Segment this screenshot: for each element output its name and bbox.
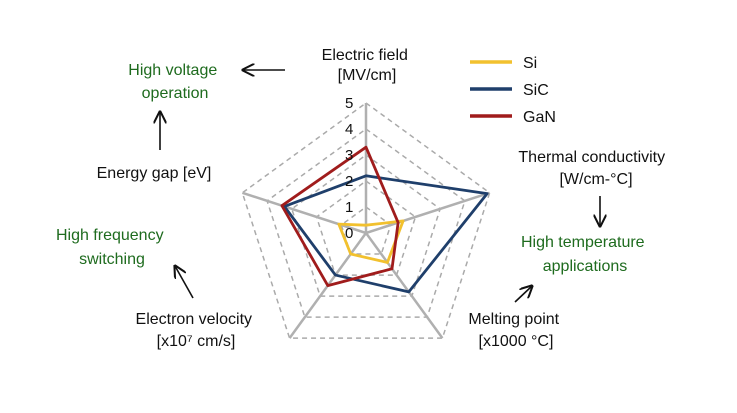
note-high-frequency: High frequency switching	[56, 227, 168, 268]
arrow-icon	[514, 286, 532, 303]
grid-ring	[241, 102, 491, 339]
tick-label: 0	[345, 225, 353, 242]
legend-label-si: Si	[523, 55, 537, 72]
legend: Si SiC GaN	[470, 55, 556, 126]
legend-label-gan: GaN	[523, 109, 556, 126]
tick-label: 3	[345, 147, 353, 164]
legend-label-sic: SiC	[523, 82, 549, 99]
tick-label: 5	[345, 95, 353, 112]
radar-ticks: 0 1 2 3 4 5	[345, 95, 353, 242]
axis-label-electron-velocity: Electron velocity [x10⁷ cm/s]	[136, 311, 257, 350]
axis-label-electric-field: Electric field [MV/cm]	[322, 47, 413, 84]
axis-label-thermal-conductivity: Thermal conductivity [W/cm-°C]	[518, 149, 669, 188]
axis-spoke	[365, 191, 491, 235]
tick-label: 4	[345, 121, 353, 138]
radar-grid	[241, 102, 491, 339]
tick-label: 2	[345, 173, 353, 190]
series-sic	[282, 174, 489, 294]
grid-ring	[340, 206, 392, 255]
axis-label-energy-gap: Energy gap [eV]	[97, 165, 212, 182]
note-high-voltage: High voltage operation	[128, 62, 221, 102]
axis-label-melting-point: Melting point [x1000 °C]	[468, 311, 563, 350]
arrow-icon	[175, 266, 194, 299]
note-high-temperature: High temperature applications	[521, 234, 649, 275]
axis-spoke	[241, 191, 367, 235]
axis-spoke	[364, 232, 444, 339]
tick-label: 1	[345, 199, 353, 216]
radar-series	[280, 145, 489, 294]
grid-ring	[315, 180, 417, 276]
series-gan	[280, 145, 400, 287]
